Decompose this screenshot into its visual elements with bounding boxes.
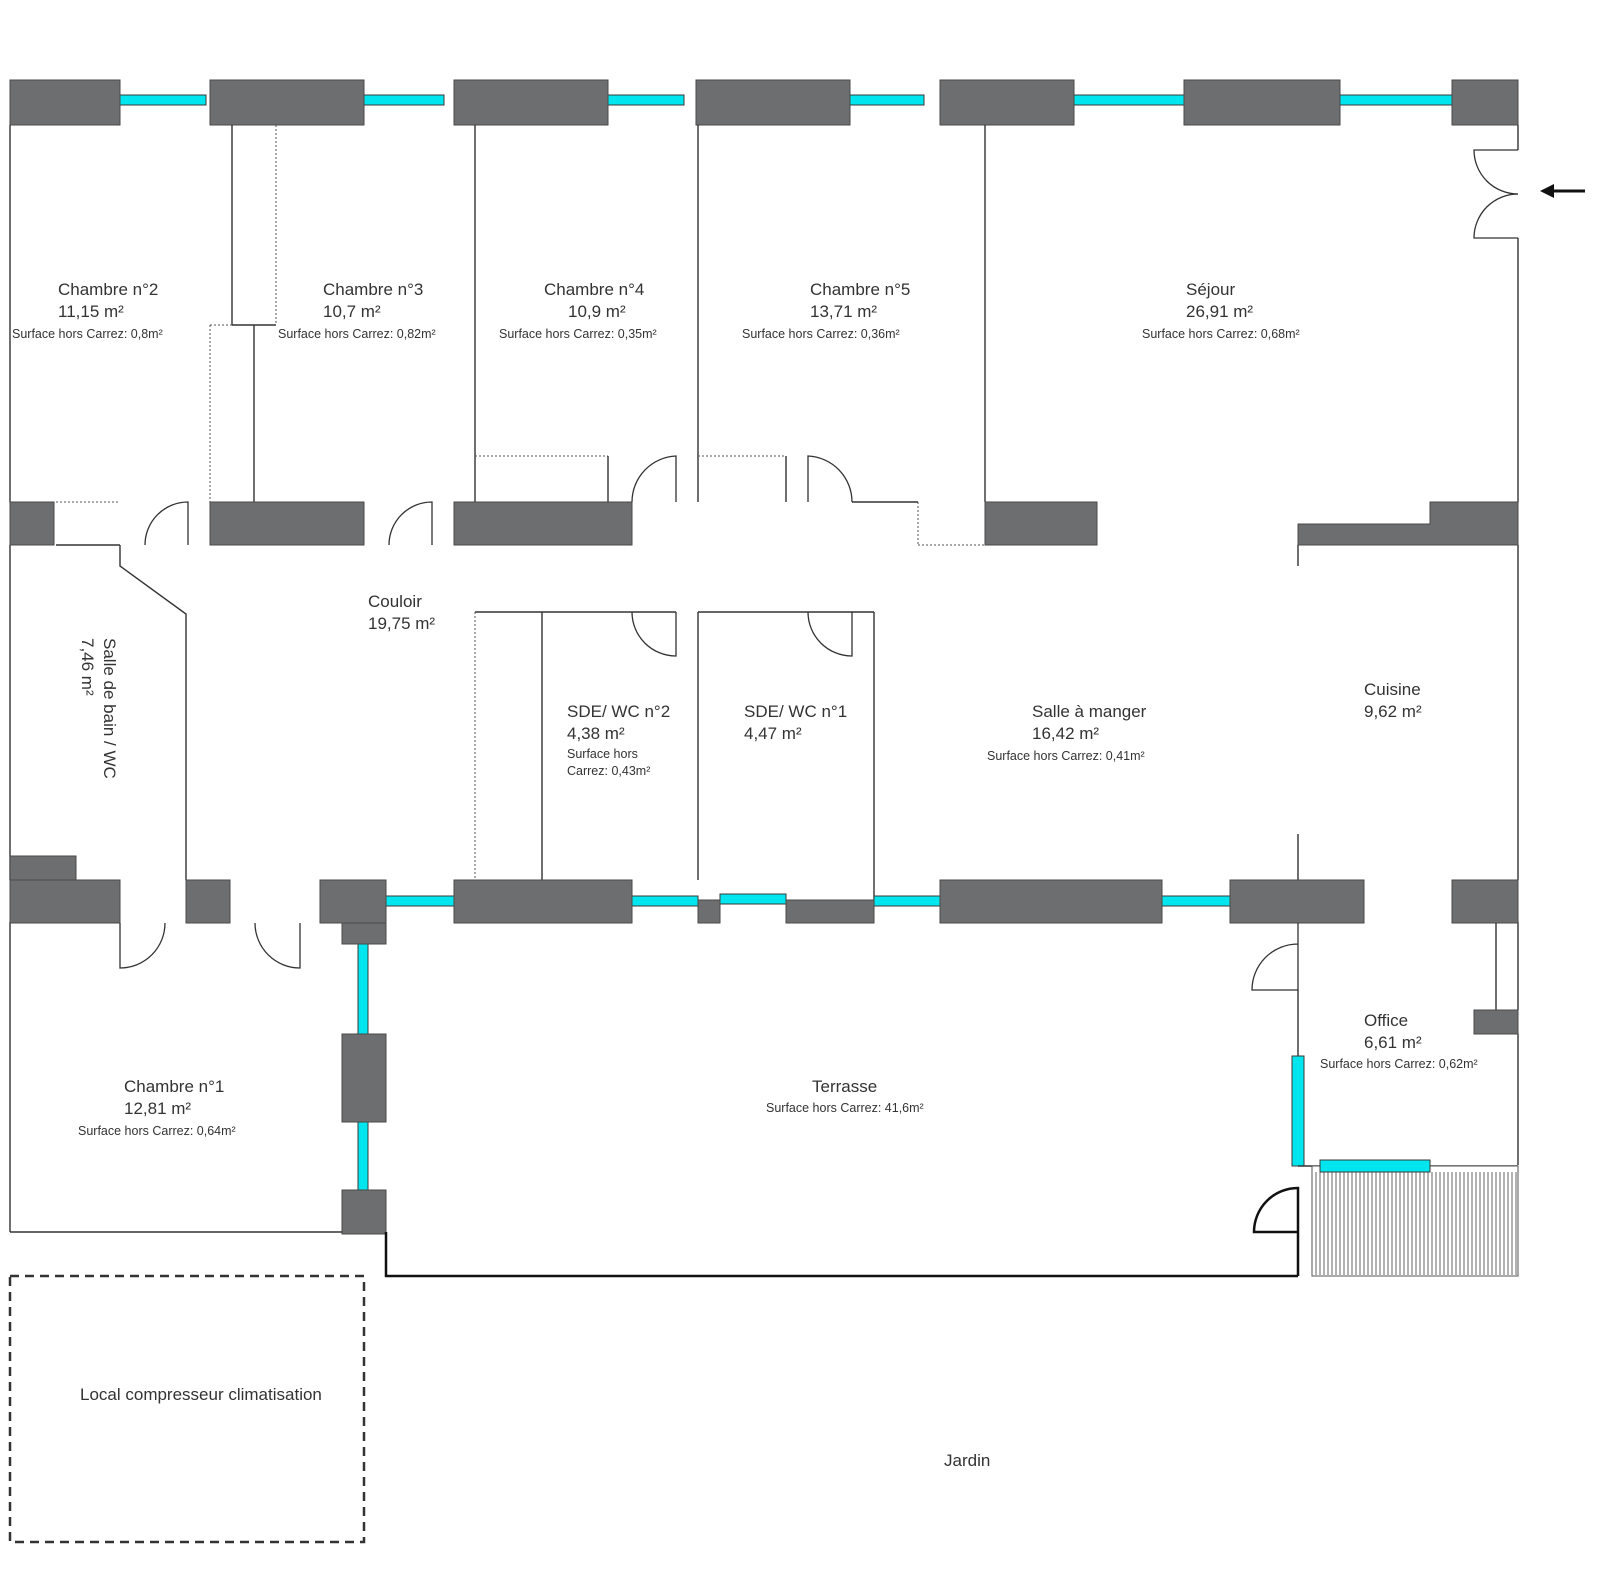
svg-text:4,47 m²: 4,47 m² xyxy=(744,724,802,743)
svg-text:10,9 m²: 10,9 m² xyxy=(568,302,626,321)
svg-text:Séjour: Séjour xyxy=(1186,280,1235,299)
svg-text:11,15 m²: 11,15 m² xyxy=(58,302,124,321)
chambre3-label: Chambre n°3 10,7 m² Surface hors Carrez:… xyxy=(278,280,436,341)
svg-text:12,81 m²: 12,81 m² xyxy=(124,1099,191,1118)
local-compresseur-label: Local compresseur climatisation xyxy=(80,1385,322,1404)
svg-text:Terrasse: Terrasse xyxy=(812,1077,877,1096)
office-label: Office 6,61 m² Surface hors Carrez: 0,62… xyxy=(1320,1011,1478,1071)
svg-text:13,71 m²: 13,71 m² xyxy=(810,302,877,321)
svg-text:10,7 m²: 10,7 m² xyxy=(323,302,381,321)
sejour-label: Séjour 26,91 m² Surface hors Carrez: 0,6… xyxy=(1142,280,1300,341)
middle-wall xyxy=(9,501,1519,546)
entrance-door xyxy=(1473,149,1519,239)
svg-text:Chambre n°5: Chambre n°5 xyxy=(810,280,910,299)
arrow-left-icon xyxy=(1540,184,1585,198)
svg-text:Chambre n°4: Chambre n°4 xyxy=(544,280,644,299)
svg-text:SDE/ WC n°1: SDE/ WC n°1 xyxy=(744,702,847,721)
office-door xyxy=(1252,1186,1300,1276)
terrasse-label: Terrasse Surface hors Carrez: 41,6m² xyxy=(766,1077,924,1115)
lower-doors xyxy=(119,922,1299,991)
svg-text:Chambre n°3: Chambre n°3 xyxy=(323,280,423,299)
sde1-label: SDE/ WC n°1 4,47 m² xyxy=(744,702,847,743)
jardin-label: Jardin xyxy=(944,1451,990,1470)
svg-text:9,62 m²: 9,62 m² xyxy=(1364,702,1422,721)
svg-text:Surface hors Carrez: 0,36m²: Surface hors Carrez: 0,36m² xyxy=(742,327,900,341)
couloir-label: Couloir 19,75 m² xyxy=(368,592,435,633)
svg-text:19,75 m²: 19,75 m² xyxy=(368,614,435,633)
chambre5-label: Chambre n°5 13,71 m² Surface hors Carrez… xyxy=(742,280,910,341)
top-wall xyxy=(9,79,1519,126)
sde2-label: SDE/ WC n°2 4,38 m² Surface hors Carrez:… xyxy=(567,702,670,778)
chambre1-wall xyxy=(341,922,387,1235)
chambre2-label: Chambre n°2 11,15 m² Surface hors Carrez… xyxy=(12,280,163,341)
chambre1-label: Chambre n°1 12,81 m² Surface hors Carrez… xyxy=(78,1077,236,1138)
local-compresseur-area xyxy=(8,1274,366,1544)
garden-steps xyxy=(1311,1165,1519,1277)
svg-text:Salle à manger: Salle à manger xyxy=(1032,702,1147,721)
svg-text:Chambre n°1: Chambre n°1 xyxy=(124,1077,224,1096)
svg-text:SDE/ WC n°2: SDE/ WC n°2 xyxy=(567,702,670,721)
svg-text:16,42 m²: 16,42 m² xyxy=(1032,724,1099,743)
cuisine-label: Cuisine 9,62 m² xyxy=(1364,680,1422,721)
svg-text:Surface hors Carrez: 0,41m²: Surface hors Carrez: 0,41m² xyxy=(987,749,1145,763)
svg-text:Surface hors: Surface hors xyxy=(567,747,638,761)
middle-doors xyxy=(144,455,918,546)
svg-text:Office: Office xyxy=(1364,1011,1408,1030)
svg-text:Surface hors Carrez: 0,68m²: Surface hors Carrez: 0,68m² xyxy=(1142,327,1300,341)
svg-text:Surface hors Carrez: 0,8m²: Surface hors Carrez: 0,8m² xyxy=(12,327,163,341)
svg-text:Cuisine: Cuisine xyxy=(1364,680,1421,699)
svg-text:Couloir: Couloir xyxy=(368,592,422,611)
svg-text:Chambre n°2: Chambre n°2 xyxy=(58,280,158,299)
svg-text:26,91 m²: 26,91 m² xyxy=(1186,302,1253,321)
chambre4-label: Chambre n°4 10,9 m² Surface hors Carrez:… xyxy=(499,280,657,341)
svg-text:Surface hors Carrez: 41,6m²: Surface hors Carrez: 41,6m² xyxy=(766,1101,924,1115)
svg-text:6,61 m²: 6,61 m² xyxy=(1364,1033,1422,1052)
sdb-label: Salle de bain / WC 7,46 m² xyxy=(78,638,119,779)
lower-wall xyxy=(9,855,1519,924)
svg-text:Salle de bain / WC: Salle de bain / WC xyxy=(100,638,119,779)
svg-text:Surface hors Carrez: 0,35m²: Surface hors Carrez: 0,35m² xyxy=(499,327,657,341)
svg-text:Carrez: 0,43m²: Carrez: 0,43m² xyxy=(567,764,650,778)
svg-text:Surface hors Carrez: 0,64m²: Surface hors Carrez: 0,64m² xyxy=(78,1124,236,1138)
svg-text:Surface hors Carrez: 0,62m²: Surface hors Carrez: 0,62m² xyxy=(1320,1057,1478,1071)
svg-text:Surface hors Carrez: 0,82m²: Surface hors Carrez: 0,82m² xyxy=(278,327,436,341)
svg-text:7,46 m²: 7,46 m² xyxy=(78,638,97,696)
salle-manger-label: Salle à manger 16,42 m² Surface hors Car… xyxy=(987,702,1147,763)
svg-text:4,38 m²: 4,38 m² xyxy=(567,724,625,743)
